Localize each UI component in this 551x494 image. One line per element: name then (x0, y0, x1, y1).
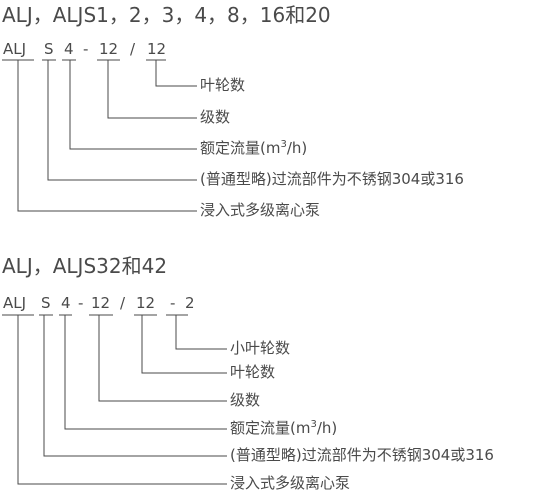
s1-leader-stages (107, 60, 197, 119)
section2-heading: ALJ，ALJS32和42 (2, 254, 168, 278)
s2-label-type: 浸入式多级离心泵 (230, 474, 351, 492)
s1-code-dash: - (83, 40, 89, 58)
s1-label-flow-sup: 3 (280, 139, 287, 150)
s2-leader-type (17, 315, 227, 485)
s1-label-material: (普通型略)过流部件为不锈钢304或316 (200, 170, 464, 188)
s1-label-stages: 级数 (200, 108, 231, 126)
s1-leader-impellers (155, 60, 197, 87)
s2-label-flow-sup: 3 (310, 419, 317, 430)
s2-code-slash: / (120, 294, 126, 312)
s2-leader-small-impellers (175, 315, 227, 350)
s2-leader-flow (64, 315, 227, 430)
s1-label-type: 浸入式多级离心泵 (200, 201, 321, 219)
s2-label-flow-prefix: 额定流量(m (230, 419, 311, 437)
s2-code-flow: 4 (61, 294, 71, 312)
s1-leader-flow (69, 60, 197, 150)
s2-code-impellers: 12 (136, 294, 156, 312)
s2-label-flow: 额定流量(m3/h) (230, 419, 338, 437)
s1-label-flow-suffix: /h) (286, 139, 308, 157)
s2-label-flow-suffix: /h) (316, 419, 338, 437)
s2-label-small-impellers: 小叶轮数 (230, 339, 291, 357)
s1-code-stages: 12 (99, 40, 119, 58)
s2-leader-impellers (141, 315, 227, 374)
s2-code-dash2: - (170, 294, 176, 312)
s1-code-impellers: 12 (147, 40, 167, 58)
s2-code-s: S (41, 294, 51, 312)
s1-label-flow-prefix: 额定流量(m (200, 139, 281, 157)
s2-code-small: 2 (185, 294, 195, 312)
s2-label-stages: 级数 (230, 391, 261, 409)
s2-code-alj: ALJ (3, 294, 27, 312)
s2-code-dash1: - (78, 294, 84, 312)
s2-label-material: (普通型略)过流部件为不锈钢304或316 (230, 446, 494, 464)
s2-leader-stages (98, 315, 227, 402)
s1-code-flow: 4 (64, 40, 74, 58)
s1-leader-material (47, 60, 197, 181)
s1-code-slash: / (130, 40, 136, 58)
s2-label-impellers: 叶轮数 (230, 363, 276, 381)
s2-leader-material (43, 315, 227, 457)
section1-heading: ALJ，ALJS1，2，3，4，8，16和20 (2, 3, 331, 27)
s1-leader-type (17, 60, 197, 212)
s2-code-stages: 12 (91, 294, 111, 312)
s1-code-alj: ALJ (3, 40, 27, 58)
s1-code-s: S (44, 40, 54, 58)
s1-label-impellers: 叶轮数 (200, 76, 246, 94)
s1-label-flow: 额定流量(m3/h) (200, 139, 308, 157)
